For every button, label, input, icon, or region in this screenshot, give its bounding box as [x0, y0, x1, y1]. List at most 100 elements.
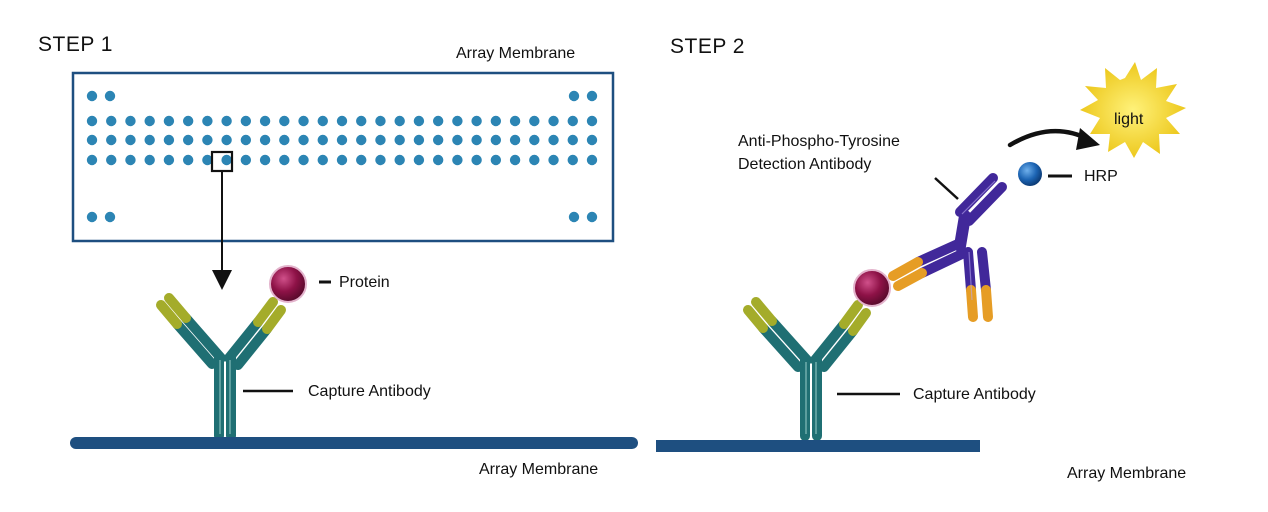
array-spot: [413, 115, 425, 127]
array-spot: [279, 115, 290, 127]
light-burst-icon: [1080, 62, 1186, 158]
array-spot: [413, 134, 425, 146]
array-spot: [490, 154, 502, 166]
capture-label-2: Capture Antibody: [913, 386, 1036, 403]
array-spot: [567, 115, 578, 127]
array-spot: [490, 134, 502, 146]
array-spot: [298, 154, 309, 166]
array-spot: [413, 154, 425, 166]
array-spot: [240, 115, 252, 127]
array-spot: [336, 115, 348, 127]
array-spot: [336, 154, 348, 166]
array-spot: [221, 134, 232, 146]
array-spot: [548, 134, 559, 146]
array-spot: [279, 154, 290, 166]
array-spot: [106, 134, 117, 146]
array-spot: [221, 154, 232, 166]
array-spot: [548, 154, 559, 166]
array-spot: [432, 134, 444, 146]
array-spot: [356, 154, 367, 166]
step2-title: STEP 2: [670, 35, 745, 58]
array-spot: [317, 154, 328, 166]
array-spot: [471, 154, 482, 166]
array-spot: [317, 134, 328, 146]
array-spot: [375, 154, 386, 166]
array-spot: [509, 134, 521, 146]
reference-spot: [86, 90, 98, 102]
detection-label-line1: Anti-Phospho-Tyrosine: [738, 133, 900, 150]
array-spot: [432, 154, 444, 166]
light-label: light: [1114, 111, 1144, 128]
array-spot: [221, 115, 232, 127]
membrane-bar-2: [656, 440, 980, 452]
reference-spot: [568, 90, 580, 102]
array-spot: [356, 115, 367, 127]
array-spot: [471, 134, 482, 146]
array-spot: [144, 154, 155, 166]
array-spot: [106, 154, 117, 166]
array-spot: [452, 154, 463, 166]
hrp-sphere-icon: [1018, 162, 1042, 186]
array-spot: [240, 134, 252, 146]
array-spot: [182, 115, 194, 127]
membrane-label-2: Array Membrane: [1067, 465, 1186, 482]
array-spot: [490, 115, 502, 127]
membrane-label-1: Array Membrane: [479, 461, 598, 478]
array-spot: [548, 115, 559, 127]
array-spot: [394, 154, 405, 166]
array-spot: [586, 115, 598, 127]
reference-spot: [568, 211, 580, 223]
array-spot: [336, 134, 348, 146]
step2-panel: STEP 2 light Anti-Phospho-Tyrosine Detec…: [656, 35, 1186, 482]
array-spot: [125, 154, 136, 166]
reference-spot: [104, 90, 116, 102]
protein-sphere-2-icon: [853, 269, 891, 307]
hrp-label: HRP: [1084, 168, 1118, 185]
array-spot: [452, 134, 463, 146]
array-spot: [163, 154, 175, 166]
array-spot: [202, 134, 213, 146]
array-spot: [432, 115, 444, 127]
array-spot: [106, 115, 117, 127]
reference-spot: [104, 211, 116, 223]
array-spot: [317, 115, 328, 127]
array-spot: [259, 134, 271, 146]
array-spot: [509, 115, 521, 127]
array-spot: [375, 115, 386, 127]
capture-antibody-1: [156, 293, 286, 441]
array-spot: [586, 154, 598, 166]
array-spot: [586, 134, 598, 146]
array-spot: [240, 154, 252, 166]
array-spot: [298, 115, 309, 127]
array-spot: [202, 115, 213, 127]
array-spot: [567, 154, 578, 166]
array-spot: [144, 134, 155, 146]
array-spot: [375, 134, 386, 146]
step1-array-label: Array Membrane: [456, 45, 575, 62]
array-spot: [529, 134, 540, 146]
array-spot: [86, 115, 98, 127]
capture-antibody-2: [743, 297, 871, 441]
array-spot: [567, 134, 578, 146]
step1-title: STEP 1: [38, 33, 113, 56]
detection-antibody: [888, 173, 1007, 322]
array-dot-grid: [86, 90, 598, 223]
reference-spot: [586, 90, 598, 102]
membrane-bar-1: [70, 437, 638, 449]
array-spot: [86, 154, 98, 166]
array-spot: [259, 115, 271, 127]
array-spot: [182, 134, 194, 146]
array-spot: [509, 154, 521, 166]
array-spot: [144, 115, 155, 127]
reference-spot: [86, 211, 98, 223]
array-spot: [356, 134, 367, 146]
array-spot: [182, 154, 194, 166]
array-spot: [86, 134, 98, 146]
array-spot: [471, 115, 482, 127]
curved-arrow-head: [1076, 128, 1100, 150]
array-spot: [125, 134, 136, 146]
array-spot: [529, 115, 540, 127]
array-spot: [394, 134, 405, 146]
detection-leader: [934, 177, 959, 200]
